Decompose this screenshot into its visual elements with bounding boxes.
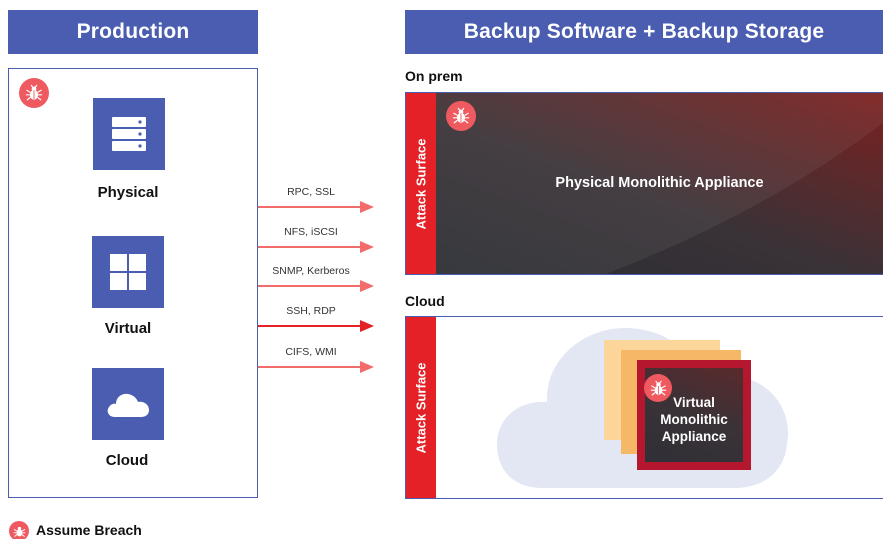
virtual-appliance: Virtual Monolithic Appliance bbox=[637, 360, 751, 470]
protocol-arrow: CIFS, WMI bbox=[258, 346, 374, 386]
protocol-label: SSH, RDP bbox=[286, 305, 336, 317]
backup-header: Backup Software + Backup Storage bbox=[405, 10, 883, 54]
virtual-appliance-line2: Monolithic bbox=[660, 412, 728, 427]
onprem-zone: Attack Surface Physica bbox=[405, 92, 883, 275]
protocol-arrow: SNMP, Kerberos bbox=[258, 265, 374, 305]
arrow-right-icon bbox=[258, 241, 374, 253]
windows-icon bbox=[92, 236, 164, 308]
attack-surface-label: Attack Surface bbox=[413, 137, 429, 230]
virtual-appliance-line1: Virtual bbox=[673, 395, 715, 410]
production-header: Production bbox=[8, 10, 258, 54]
attack-surface-label: Attack Surface bbox=[413, 361, 429, 454]
legend-label: Assume Breach bbox=[36, 522, 142, 538]
arrow-right-icon bbox=[258, 361, 374, 373]
backup-header-text: Backup Software + Backup Storage bbox=[463, 20, 825, 43]
cloud-zone: Attack Surface bbox=[405, 316, 883, 499]
bug-icon bbox=[446, 101, 476, 131]
attack-surface-strip: Attack Surface bbox=[406, 93, 436, 274]
cloud-label: Cloud bbox=[105, 452, 149, 469]
virtual-appliance-title: Virtual Monolithic Appliance bbox=[645, 394, 743, 445]
physical-appliance: Physical Monolithic Appliance bbox=[436, 93, 883, 274]
bug-icon bbox=[9, 521, 29, 539]
arrow-right-icon bbox=[258, 201, 374, 213]
attack-surface-strip: Attack Surface bbox=[406, 317, 436, 498]
arrow-right-icon bbox=[258, 280, 374, 292]
onprem-label: On prem bbox=[405, 68, 463, 84]
cloud-icon bbox=[92, 368, 164, 440]
virtual-appliance-line3: Appliance bbox=[661, 429, 727, 444]
protocol-arrow: RPC, SSL bbox=[258, 186, 374, 226]
protocol-label: SNMP, Kerberos bbox=[272, 265, 350, 277]
arrow-right-icon bbox=[258, 320, 374, 332]
virtual-label: Virtual bbox=[104, 320, 152, 337]
bug-icon bbox=[644, 374, 672, 402]
protocol-label: NFS, iSCSI bbox=[284, 226, 338, 238]
appliance-sheen bbox=[436, 93, 883, 274]
production-header-text: Production bbox=[76, 20, 190, 43]
physical-label: Physical bbox=[97, 184, 159, 201]
cloud-section-label: Cloud bbox=[405, 293, 445, 309]
server-icon bbox=[93, 98, 165, 170]
protocol-label: CIFS, WMI bbox=[285, 346, 337, 358]
protocol-label: RPC, SSL bbox=[287, 186, 335, 198]
physical-appliance-title: Physical Monolithic Appliance bbox=[555, 175, 764, 191]
bug-icon bbox=[19, 78, 49, 108]
protocol-arrow: SSH, RDP bbox=[258, 305, 374, 345]
protocol-arrow: NFS, iSCSI bbox=[258, 226, 374, 266]
virtual-appliance-body: Virtual Monolithic Appliance bbox=[644, 368, 743, 462]
